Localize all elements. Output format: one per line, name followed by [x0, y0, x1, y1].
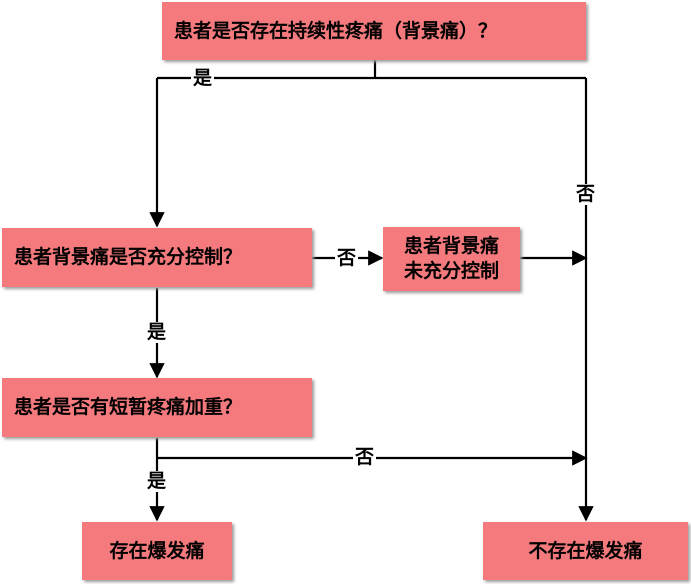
outcome-no-breakthrough-pain: 不存在爆发痛	[483, 522, 688, 580]
edge-label-q1-no: 否	[574, 183, 598, 205]
edge-label-q3-no: 否	[353, 446, 377, 468]
background-pain-uncontrolled-line2: 未充分控制	[403, 260, 499, 282]
question-persistent-pain: 患者是否存在持续性疼痛（背景痛）？	[162, 2, 586, 60]
question-persistent-pain-text: 患者是否存在持续性疼痛（背景痛）？	[174, 19, 498, 42]
background-pain-uncontrolled: 患者背景痛 未充分控制	[383, 227, 520, 291]
outcome-no-breakthrough-pain-text: 不存在爆发痛	[528, 539, 643, 562]
question-transient-exacerbation-text: 患者是否有短暂疼痛加重？	[14, 396, 243, 419]
question-background-pain-controlled-text: 患者背景痛是否充分控制？	[14, 246, 243, 269]
background-pain-uncontrolled-line1: 患者背景痛	[403, 235, 499, 258]
edge-label-q2-yes: 是	[145, 321, 169, 343]
edge-label-q1-yes: 是	[191, 67, 215, 89]
question-background-pain-controlled: 患者背景痛是否充分控制？	[2, 228, 312, 287]
outcome-breakthrough-pain: 存在爆发痛	[82, 522, 232, 580]
edge-label-q2-no: 否	[335, 247, 359, 269]
outcome-breakthrough-pain-text: 存在爆发痛	[109, 539, 205, 562]
question-transient-exacerbation: 患者是否有短暂疼痛加重？	[2, 378, 312, 437]
edge-label-q3-yes: 是	[145, 470, 169, 492]
